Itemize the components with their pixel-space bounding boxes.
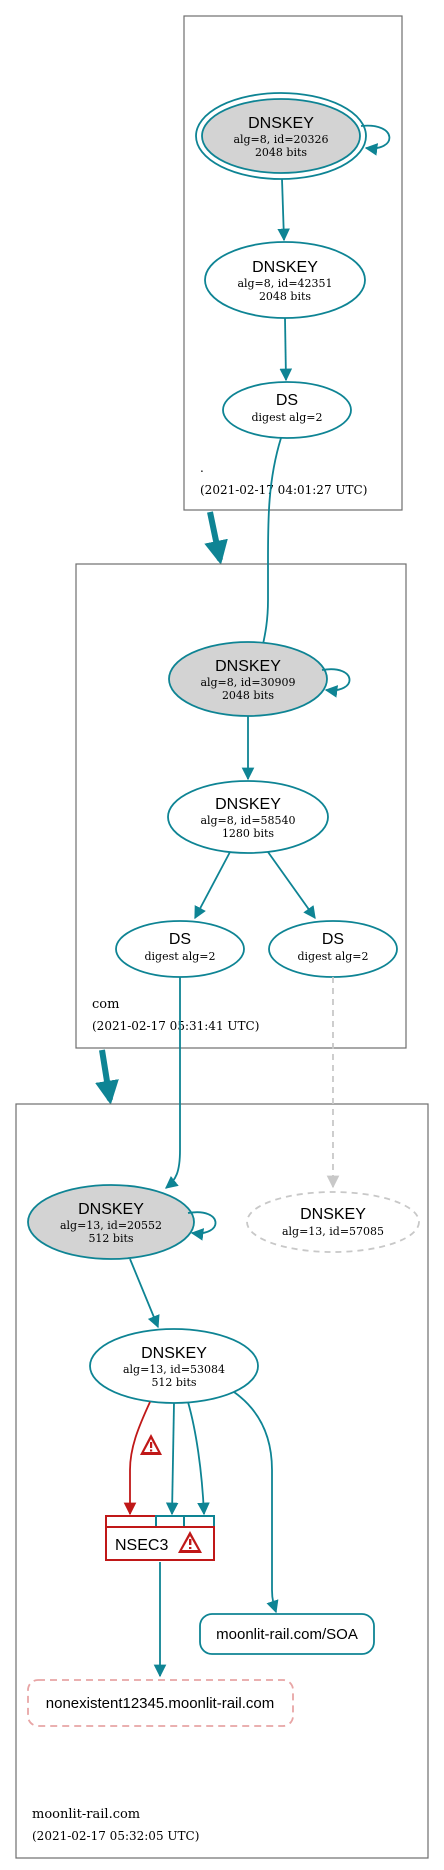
zone-com-name: com <box>92 997 119 1012</box>
node-moonlit-missing-key-alg: alg=13, id=57085 <box>282 1225 384 1238</box>
node-root-zsk-title: DNSKEY <box>252 259 318 276</box>
node-root-ds-title: DS <box>276 392 298 409</box>
delegation-arrow-root-com <box>204 511 228 565</box>
node-moonlit-missing-key-title: DNSKEY <box>300 1206 366 1223</box>
zone-com-box <box>75 563 407 1049</box>
node-com-ksk-title: DNSKEY <box>215 658 281 675</box>
edge-root-ksk-zsk <box>277 178 290 242</box>
node-com-ds-1-title: DS <box>169 931 191 948</box>
zone-moonlit-timestamp: (2021-02-17 05:32:05 UTC) <box>32 1829 199 1843</box>
node-root-zsk-bits: 2048 bits <box>259 290 311 303</box>
node-root-ds[interactable]: DS digest alg=2 <box>222 381 352 439</box>
node-moonlit-zsk-title: DNSKEY <box>141 1345 207 1362</box>
edge-com-zsk-ds-1 <box>194 851 231 920</box>
node-com-zsk-bits: 1280 bits <box>222 827 274 840</box>
zone-root-timestamp: (2021-02-17 04:01:27 UTC) <box>200 483 367 497</box>
node-com-zsk-alg: alg=8, id=58540 <box>200 814 295 827</box>
node-com-ds-2-digest: digest alg=2 <box>297 950 368 963</box>
zone-root-name: . <box>200 461 204 475</box>
nsec3-tab-3 <box>183 1515 215 1528</box>
node-moonlit-zsk[interactable]: DNSKEY alg=13, id=53084 512 bits <box>89 1328 259 1404</box>
node-com-ksk-alg: alg=8, id=30909 <box>200 676 295 689</box>
node-root-ksk-title: DNSKEY <box>248 115 314 132</box>
node-com-zsk[interactable]: DNSKEY alg=8, id=58540 1280 bits <box>167 780 329 854</box>
edge-root-zsk-ds <box>279 317 293 382</box>
node-com-ksk[interactable]: DNSKEY alg=8, id=30909 2048 bits <box>168 641 328 717</box>
node-com-ds-1[interactable]: DS digest alg=2 <box>115 920 245 978</box>
node-soa-title: moonlit-rail.com/SOA <box>216 1626 358 1643</box>
zone-moonlit-rail: moonlit-rail.com (2021-02-17 05:32:05 UT… <box>15 1103 429 1859</box>
zone-root: . (2021-02-17 04:01:27 UTC) <box>183 15 403 511</box>
node-root-ds-digest: digest alg=2 <box>251 411 322 424</box>
node-nxdomain-title: nonexistent12345.moonlit-rail.com <box>46 1695 274 1712</box>
zone-com: com (2021-02-17 05:31:41 UTC) <box>75 563 407 1049</box>
node-root-zsk[interactable]: DNSKEY alg=8, id=42351 2048 bits <box>204 241 366 319</box>
node-com-ds-2[interactable]: DS digest alg=2 <box>268 920 398 978</box>
node-moonlit-ksk-alg: alg=13, id=20552 <box>60 1219 162 1232</box>
node-nsec3-title: NSEC3 <box>115 1537 168 1554</box>
zone-moonlit-name: moonlit-rail.com <box>32 1807 140 1822</box>
node-com-ds-2-title: DS <box>322 931 344 948</box>
node-com-ds-1-digest: digest alg=2 <box>144 950 215 963</box>
nsec3-warning-icon <box>178 1531 202 1553</box>
edge-com-ds-1-moonlit-ksk <box>165 977 181 1189</box>
edge-moonlit-ksk-zsk <box>129 1258 160 1329</box>
node-moonlit-ksk-bits: 512 bits <box>88 1232 133 1245</box>
node-moonlit-zsk-bits: 512 bits <box>151 1376 196 1389</box>
zone-com-timestamp: (2021-02-17 05:31:41 UTC) <box>92 1019 259 1033</box>
nsec3-tab-2 <box>155 1515 185 1528</box>
node-moonlit-missing-key[interactable]: DNSKEY alg=13, id=57085 <box>246 1191 420 1253</box>
node-root-ksk[interactable]: DNSKEY alg=8, id=20326 2048 bits <box>195 92 367 180</box>
edge-com-zsk-ds-2 <box>267 851 316 920</box>
node-com-zsk-title: DNSKEY <box>215 796 281 813</box>
edge-root-ds-com-ksk <box>255 437 282 662</box>
node-moonlit-ksk-title: DNSKEY <box>78 1201 144 1218</box>
node-moonlit-ksk[interactable]: DNSKEY alg=13, id=20552 512 bits <box>27 1184 195 1260</box>
node-root-ksk-bits: 2048 bits <box>255 146 307 159</box>
node-nxdomain[interactable]: nonexistent12345.moonlit-rail.com <box>27 1679 294 1727</box>
edge-moonlit-zsk-nsec3-a <box>165 1402 179 1516</box>
edge-moonlit-ksk-self <box>187 1211 217 1241</box>
delegation-arrow-com-moonlit <box>95 1049 119 1105</box>
node-root-zsk-alg: alg=8, id=42351 <box>237 277 332 290</box>
node-com-ksk-bits: 2048 bits <box>222 689 274 702</box>
edge-moonlit-zsk-nsec3-error <box>123 1401 151 1516</box>
edge-warning-icon[interactable] <box>140 1434 162 1455</box>
edge-com-ksk-self <box>321 668 351 698</box>
zone-root-box <box>183 15 403 511</box>
node-root-ksk-alg: alg=8, id=20326 <box>233 133 328 146</box>
edge-root-ksk-self <box>360 124 391 156</box>
node-soa[interactable]: moonlit-rail.com/SOA <box>199 1613 375 1655</box>
edge-moonlit-zsk-soa <box>233 1391 279 1614</box>
node-nsec3[interactable]: NSEC3 <box>105 1515 215 1561</box>
edge-moonlit-zsk-nsec3-b <box>187 1401 210 1516</box>
zone-moonlit-box <box>15 1103 429 1859</box>
nsec3-tab-1 <box>105 1515 157 1528</box>
node-moonlit-zsk-alg: alg=13, id=53084 <box>123 1363 225 1376</box>
